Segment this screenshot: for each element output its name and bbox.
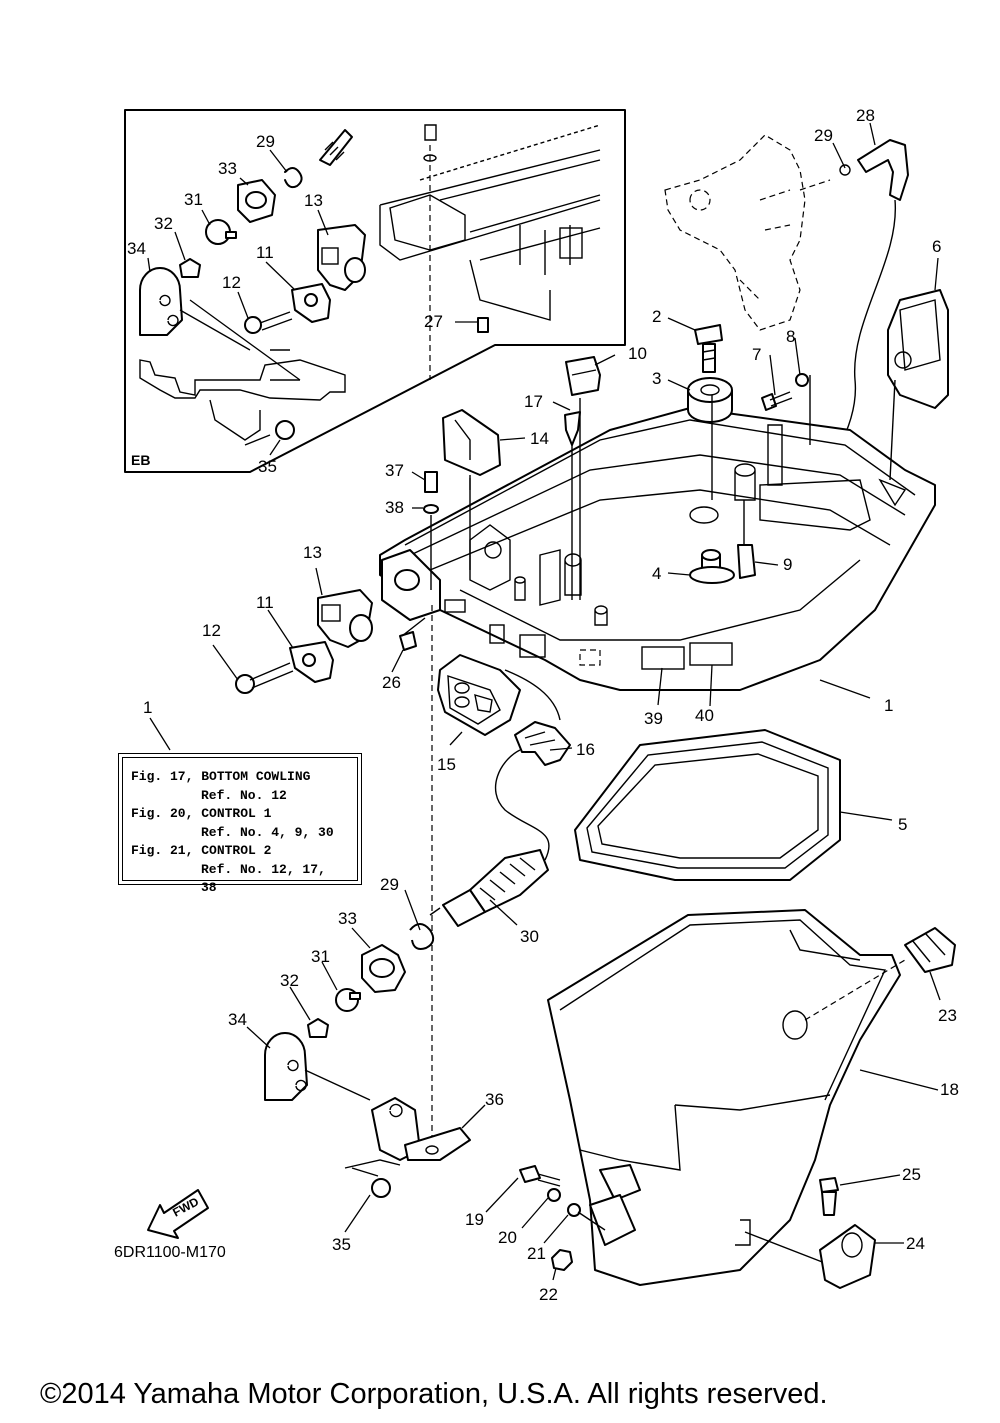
callout-35-inset: 35 [258,457,277,476]
callout-27: 27 [424,312,443,331]
callout-17: 17 [524,392,543,411]
legend-line: Fig. 17, BOTTOM COWLING [131,769,311,784]
callout-7: 7 [752,345,761,364]
callout-23: 23 [938,1006,957,1025]
callout-35-lower: 35 [332,1235,351,1254]
legend-line: Ref. No. 12, 17, 38 [201,861,326,896]
callout-31-lower: 31 [311,947,330,966]
callout-14: 14 [530,429,549,448]
callout-2: 2 [652,307,661,326]
callout-8: 8 [786,327,795,346]
inset-label: EB [131,452,151,468]
callout-29: 29 [814,126,833,145]
callout-25: 25 [902,1165,921,1184]
legend-line: Ref. No. 12 [201,787,287,803]
callout-37: 37 [385,461,404,480]
diagram-code: 6DR1100-M170 [114,1244,226,1261]
callout-18: 18 [940,1080,959,1099]
callout-39: 39 [644,709,663,728]
callout-28: 28 [856,106,875,125]
callout-20: 20 [498,1228,517,1247]
callout-15: 15 [437,755,456,774]
callout-36: 36 [485,1090,504,1109]
gasket-5 [574,729,841,881]
callout-32-lower: 32 [280,971,299,990]
callout-11: 11 [256,593,274,612]
lower-casing-18 [547,909,956,1286]
upper-center-parts [423,324,811,600]
callout-12-inset: 12 [222,273,241,292]
callout-32-inset: 32 [154,214,173,233]
bottom-cowling [379,407,936,691]
callout-34-inset: 34 [127,239,146,258]
callout-24: 24 [906,1234,925,1253]
callout-33-inset: 33 [218,159,237,178]
carburetor-outline [664,134,831,331]
callout-6: 6 [932,237,941,256]
legend-line: Ref. No. 4, 9, 30 [201,824,334,840]
leader-lines [147,122,941,1281]
callout-22: 22 [539,1285,558,1304]
callout-21: 21 [527,1244,546,1263]
switch-cable-parts [429,654,571,927]
callout-4: 4 [652,564,661,583]
callout-29-lower: 29 [380,875,399,894]
callout-26: 26 [382,673,401,692]
fwd-arrow-icon [147,1189,209,1239]
callout-13: 13 [303,543,322,562]
callout-40: 40 [695,706,714,725]
legend-line: Fig. 21, CONTROL 2 [131,843,272,858]
callout-numbers: 28 29 6 2 3 7 8 10 17 14 37 38 4 9 1 39 … [127,106,959,1304]
callout-33-lower: 33 [338,909,357,928]
callout-3: 3 [652,369,661,388]
legend-line: Fig. 20, CONTROL 1 [131,806,272,821]
callout-5: 5 [898,815,907,834]
latch-6 [887,289,949,481]
callout-1: 1 [884,696,893,715]
callout-9: 9 [783,555,792,574]
left-bracket-parts [235,589,433,1140]
copyright-notice: ©2014 Yamaha Motor Corporation, U.S.A. A… [40,1378,828,1410]
callout-13-inset: 13 [304,191,323,210]
lower-left-parts [264,923,471,1198]
callout-16: 16 [576,740,595,759]
callout-11-inset: 11 [256,243,274,262]
reference-legend: Fig. 17, BOTTOM COWLING Ref. No. 12 Fig.… [118,753,362,895]
callout-34-lower: 34 [228,1010,247,1029]
callout-31-inset: 31 [184,190,203,209]
callout-30: 30 [520,927,539,946]
callout-38: 38 [385,498,404,517]
inset-eb-panel [124,109,626,473]
lower-right-parts [519,1165,876,1289]
callout-29-inset: 29 [256,132,275,151]
callout-10: 10 [628,344,647,363]
callout-1-legend: 1 [143,698,152,717]
callout-19: 19 [465,1210,484,1229]
callout-12: 12 [202,621,221,640]
